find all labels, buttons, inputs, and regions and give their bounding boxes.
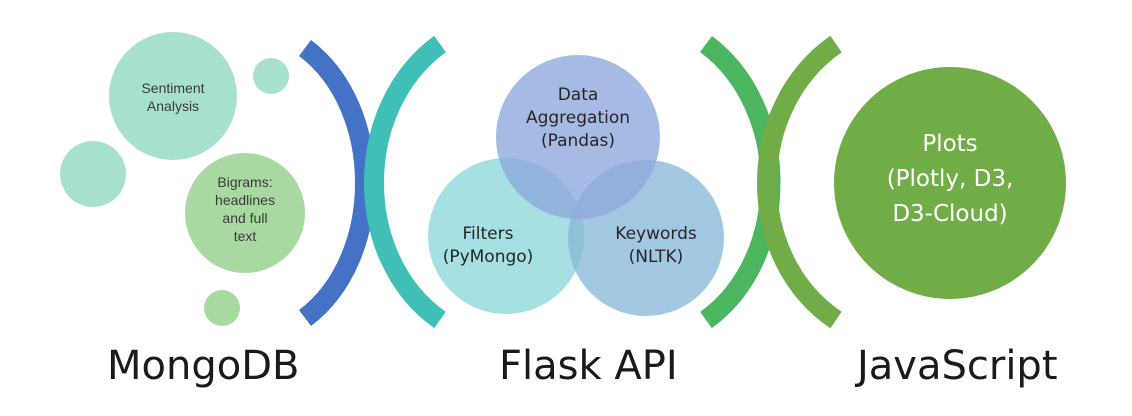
bracket-close-blue [298, 40, 375, 326]
section-label-flask-api: Flask API [499, 343, 678, 389]
venn-aggregation-circle [496, 55, 660, 219]
bigrams-line-2: headlines [215, 192, 275, 208]
section-label-javascript: JavaScript [857, 343, 1058, 389]
bracket-open-teal [364, 35, 447, 329]
decorative-bubble-left [60, 141, 126, 207]
sentiment-analysis-circle [109, 32, 237, 160]
keywords-line-1: Keywords [615, 224, 697, 244]
aggregation-line-3: (Pandas) [541, 131, 615, 151]
bracket-open-olive [757, 35, 842, 329]
aggregation-line-2: Aggregation [526, 108, 630, 128]
aggregation-line-1: Data [558, 85, 599, 105]
plots-circle [834, 67, 1066, 299]
bigrams-line-1: Bigrams: [217, 174, 272, 190]
bigrams-circle [185, 153, 305, 273]
plots-line-3: D3-Cloud) [892, 201, 1007, 227]
bigrams-line-4: text [234, 228, 257, 244]
sentiment-line-1: Sentiment [141, 80, 204, 96]
section-label-mongodb: MongoDB [107, 343, 300, 389]
plots-line-1: Plots [922, 131, 977, 157]
filters-line-2: (PyMongo) [443, 247, 534, 267]
decorative-bubble-small-top [253, 58, 289, 94]
keywords-line-2: (NLTK) [629, 247, 684, 267]
plots-line-2: (Plotly, D3, [887, 166, 1014, 192]
decorative-bubble-bottom [204, 290, 240, 326]
filters-line-1: Filters [463, 224, 514, 244]
bigrams-line-3: and full [222, 210, 267, 226]
sentiment-line-2: Analysis [147, 98, 199, 114]
